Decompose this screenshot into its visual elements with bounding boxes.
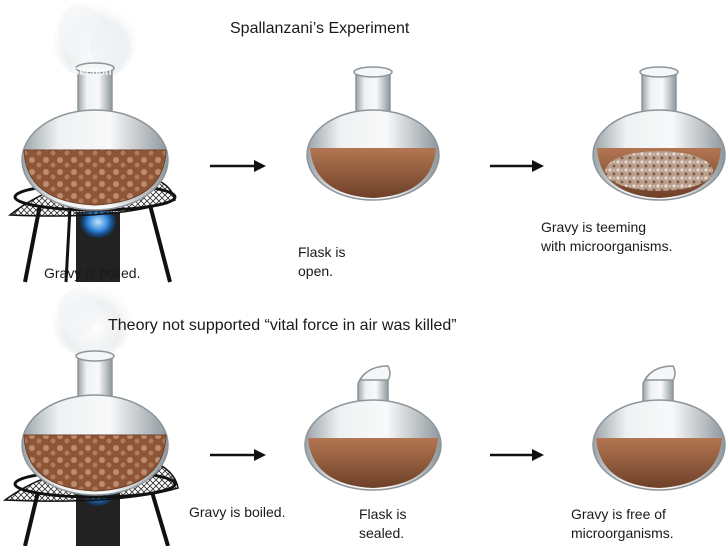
label-top-open: Flask is open. [298, 244, 346, 279]
steam-bottom [52, 282, 132, 358]
label-bottom-sealed: Flask is sealed. [359, 506, 407, 541]
arrow-icon [490, 160, 544, 172]
label-bottom-boiled: Gravy is boiled. [189, 504, 286, 520]
arrow-icon [490, 449, 544, 461]
label-top-boiled: Gravy is boiled. [44, 265, 141, 281]
watermark: Section [72, 66, 112, 78]
flask-clear-bottom [592, 365, 726, 491]
flask-boiling-bottom [21, 350, 169, 496]
flask-teeming-top [592, 66, 726, 201]
flask-boiling-top [21, 62, 169, 211]
theory-statement: Theory not supported “vital force in air… [108, 317, 457, 334]
steam-top [53, 0, 137, 80]
flask-open-top [306, 66, 440, 201]
label-top-teeming: Gravy is teeming with microorganisms. [541, 219, 673, 254]
arrow-icon [210, 160, 266, 172]
arrow-icon [210, 449, 266, 461]
flask-sealed-bottom [304, 365, 442, 491]
label-bottom-free: Gravy is free of microorganisms. [571, 506, 674, 541]
diagram-title: Spallanzani’s Experiment [230, 20, 410, 37]
